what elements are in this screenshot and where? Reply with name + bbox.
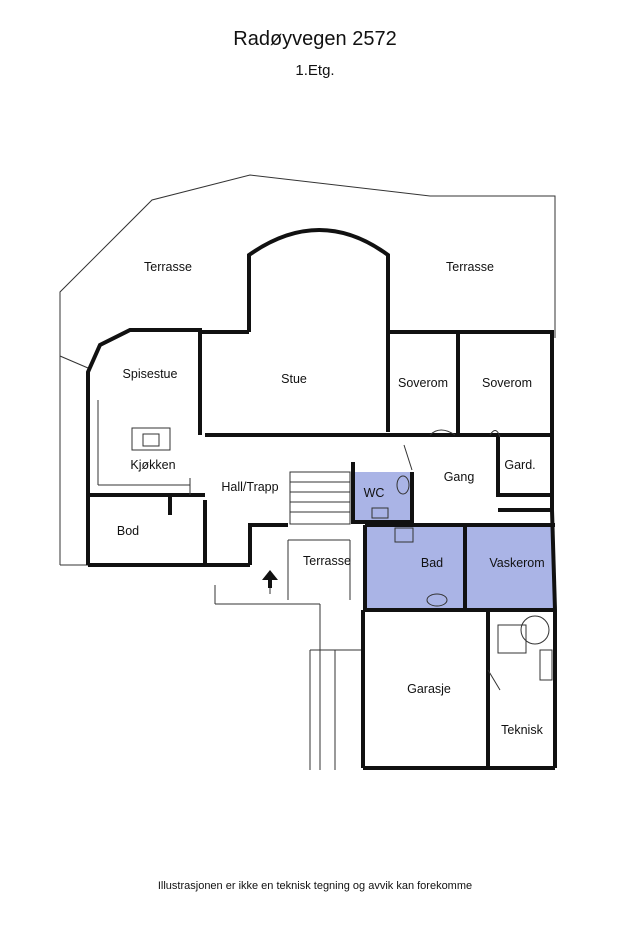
room-labels: Terrasse Terrasse Spisestue Stue Soverom… xyxy=(117,260,545,737)
room-label-terrasse-right: Terrasse xyxy=(446,260,494,274)
walls xyxy=(86,228,557,770)
terrace-outline xyxy=(59,174,556,770)
room-label-soverom-2: Soverom xyxy=(482,376,532,390)
room-label-stue: Stue xyxy=(281,372,307,386)
room-label-terrasse-front: Terrasse xyxy=(303,554,351,568)
interior-details xyxy=(97,400,553,691)
room-label-vaskerom: Vaskerom xyxy=(489,556,544,570)
disclaimer-text: Illustrasjonen er ikke en teknisk tegnin… xyxy=(157,880,473,892)
wet-room-fills xyxy=(353,472,553,609)
room-label-bad: Bad xyxy=(421,556,443,570)
room-label-garasje: Garasje xyxy=(407,682,451,696)
entrance-arrow-icon xyxy=(262,570,278,588)
wc-fill xyxy=(353,472,413,522)
room-label-soverom-1: Soverom xyxy=(398,376,448,390)
room-label-gard: Gard. xyxy=(504,458,535,472)
room-label-wc: WC xyxy=(364,486,385,500)
room-label-kjokken: Kjøkken xyxy=(130,458,175,472)
bad-fill xyxy=(367,525,465,609)
room-label-gang: Gang xyxy=(444,470,475,484)
floor-label: 1.Etg. xyxy=(295,62,335,79)
room-label-hall-trapp: Hall/Trapp xyxy=(221,480,278,494)
plan-title: Radøyvegen 2572 xyxy=(233,28,397,50)
room-label-teknisk: Teknisk xyxy=(501,723,543,737)
room-label-spisestue: Spisestue xyxy=(123,367,178,381)
room-label-terrasse-left: Terrasse xyxy=(144,260,192,274)
vaskerom-fill xyxy=(467,525,553,609)
room-label-bod: Bod xyxy=(117,524,139,538)
